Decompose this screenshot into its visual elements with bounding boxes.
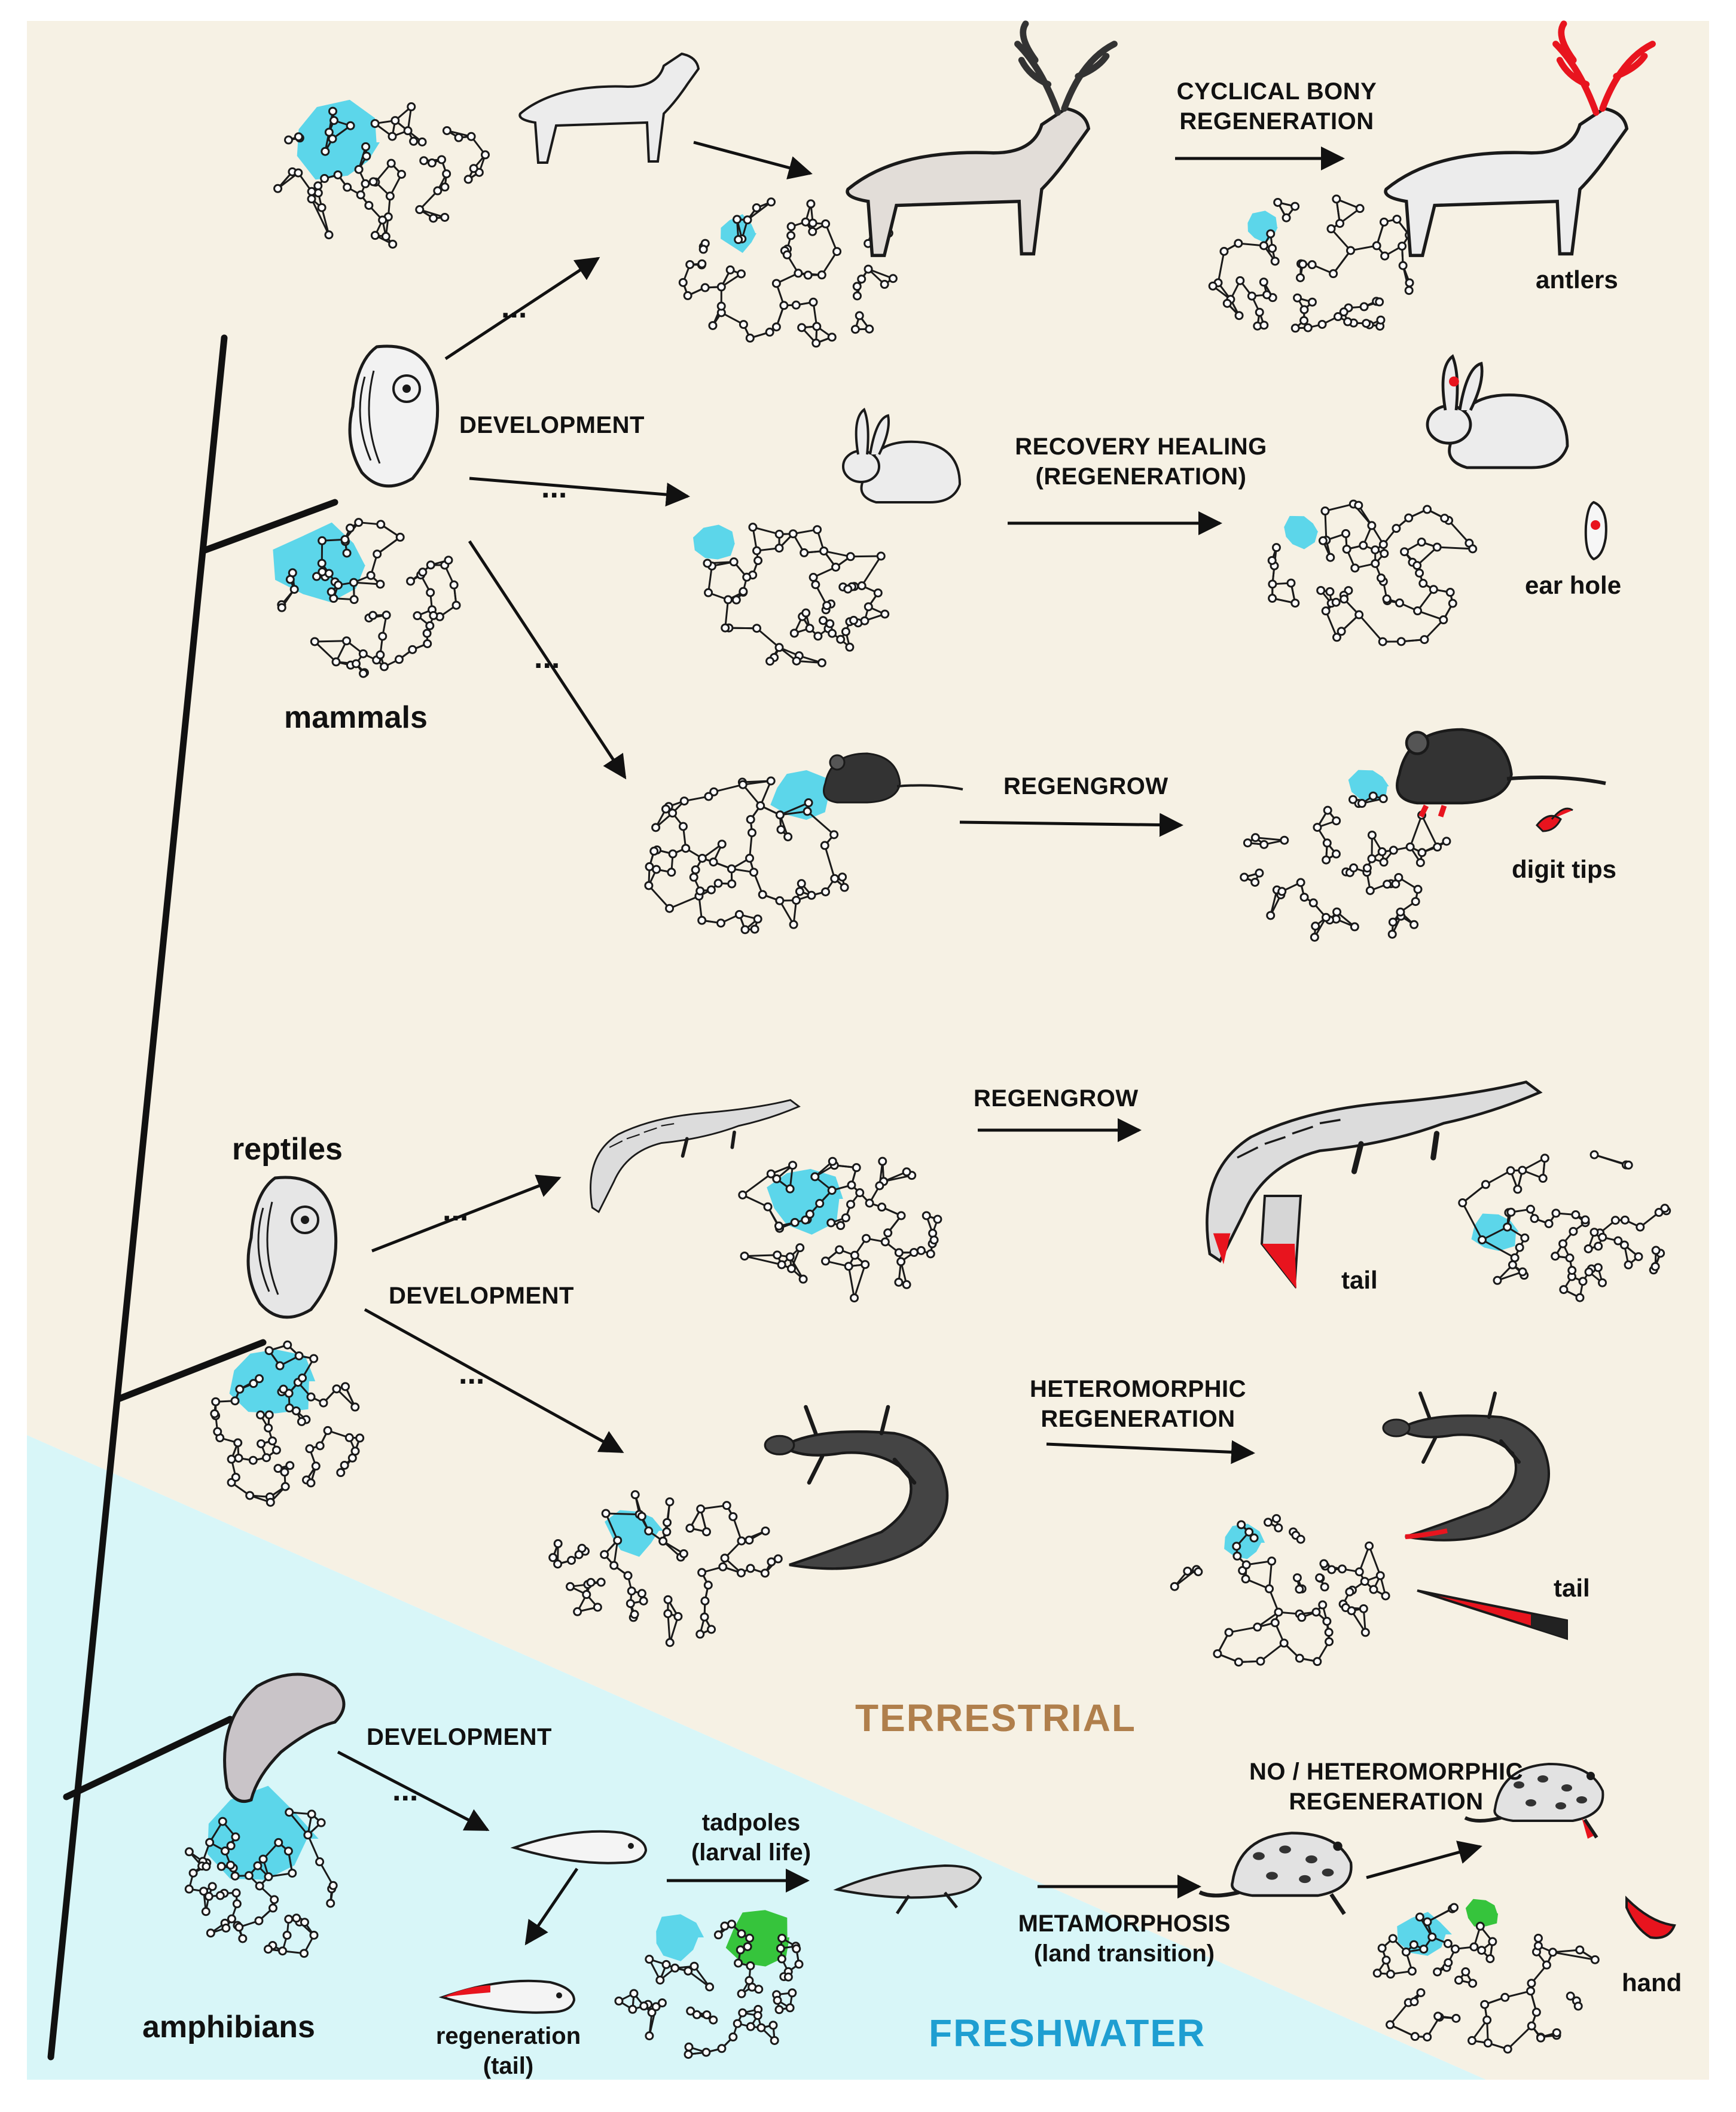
label-development-mammals: DEVELOPMENT [459,410,645,440]
ellipsis-2: ... [541,468,567,507]
label-metamorphosis: METAMORPHOSIS (land transition) [1018,1909,1231,1968]
ellipsis-5: ... [459,1354,484,1393]
label-tail-lizard: tail [1554,1573,1590,1604]
ear-detail-icon [1586,502,1606,559]
label-tadpoles: tadpoles (larval life) [691,1808,811,1867]
label-recovery-healing: RECOVERY HEALING (REGENERATION) [1015,432,1267,492]
label-tail-croc: tail [1341,1265,1378,1296]
label-hand: hand [1622,1967,1682,1999]
label-antlers: antlers [1536,264,1618,296]
ellipsis-1: ... [501,288,527,327]
label-digit-tips: digit tips [1512,854,1616,886]
label-ear-hole: ear hole [1525,570,1621,602]
label-cyclical-bony-regeneration: CYCLICAL BONY REGENERATION [1177,77,1377,136]
label-mammals: mammals [284,698,428,737]
label-regengrow-mouse: REGENGROW [1003,771,1168,801]
label-development-amphibians: DEVELOPMENT [367,1722,552,1752]
label-regengrow-croc: REGENGROW [974,1084,1139,1113]
ellipsis-4: ... [443,1191,468,1230]
ellipsis-3: ... [534,639,560,677]
label-freshwater: FRESHWATER [929,2009,1206,2057]
label-amphibians: amphibians [142,2008,315,2047]
label-development-reptiles: DEVELOPMENT [389,1281,574,1311]
label-no-heteromorphic-regeneration: NO / HETEROMORPHIC REGENERATION [1249,1757,1523,1817]
label-heteromorphic-regeneration: HETEROMORPHIC REGENERATION [1030,1374,1246,1434]
label-terrestrial: TERRESTRIAL [855,1694,1136,1742]
ellipsis-6: ... [392,1771,418,1810]
label-regeneration-tail: regeneration (tail) [436,2021,581,2081]
label-reptiles: reptiles [232,1130,343,1169]
